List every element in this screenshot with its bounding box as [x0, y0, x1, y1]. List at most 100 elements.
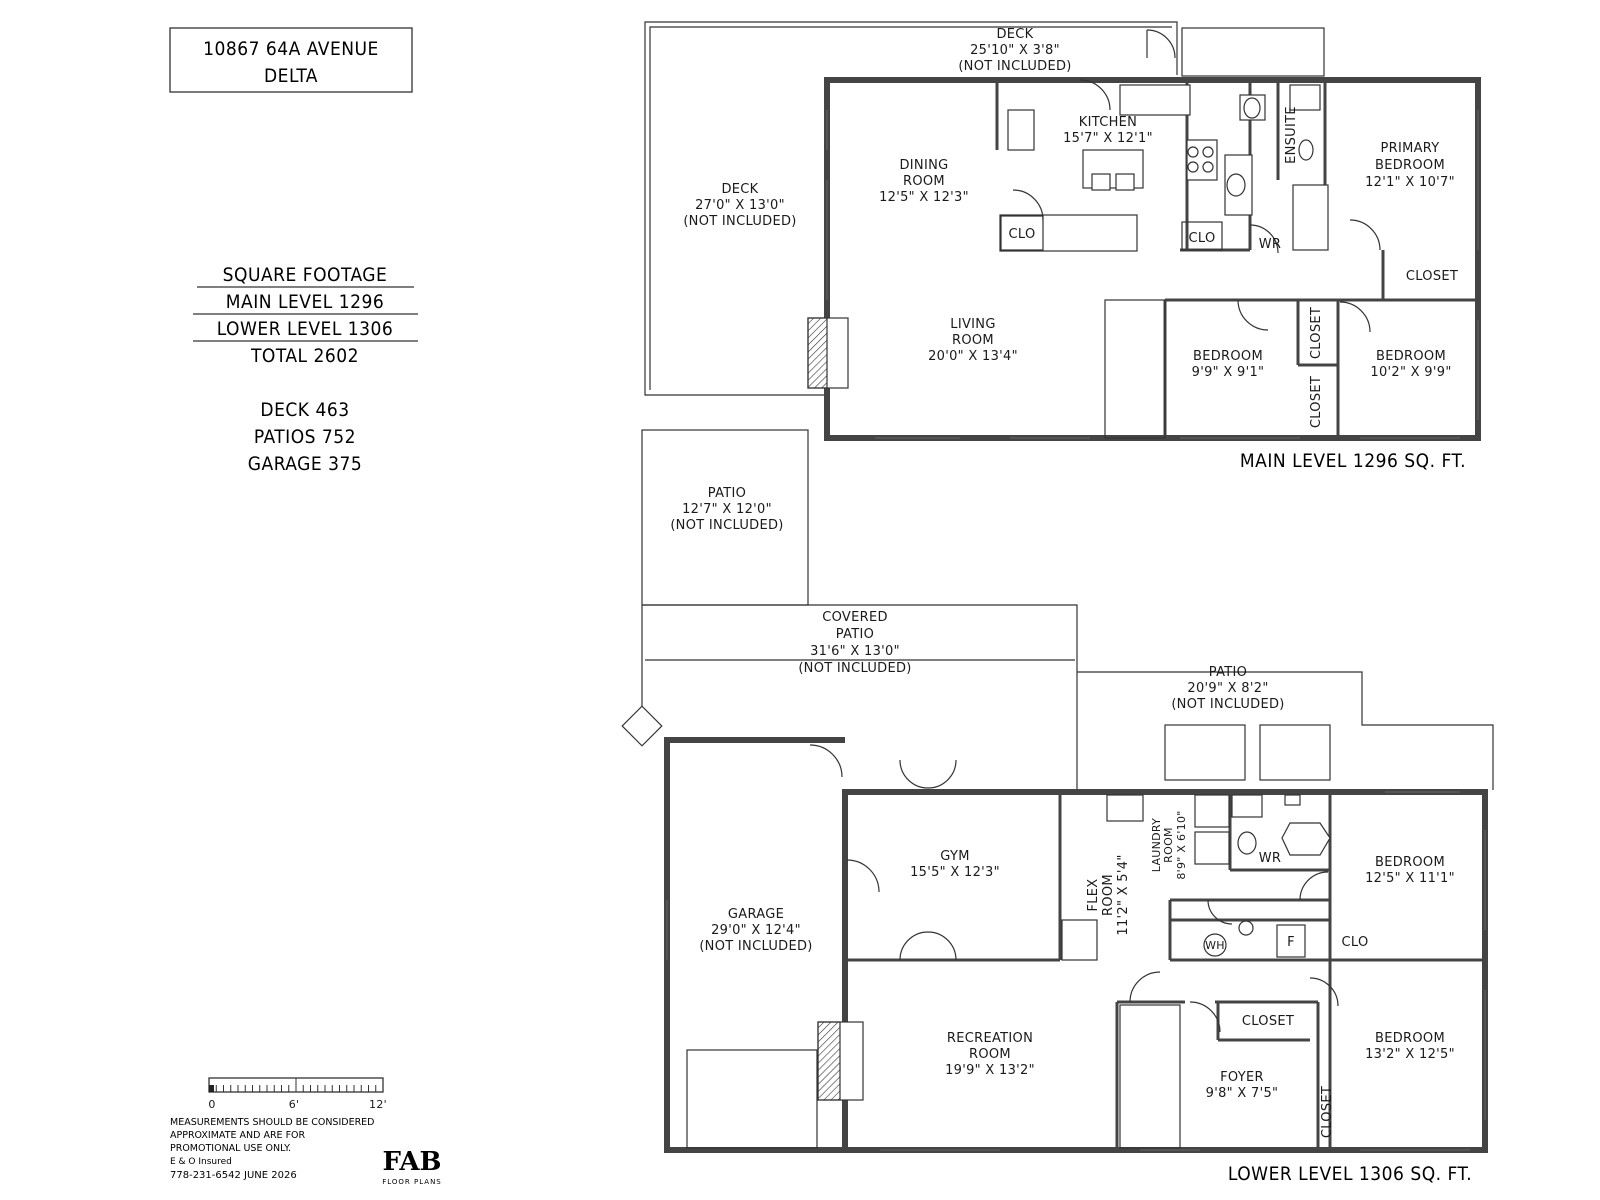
room-kitchen: KITCHEN 15'7" X 12'1" [1063, 115, 1153, 146]
disclaimer-line2: APPROXIMATE AND ARE FOR [170, 1130, 306, 1141]
svg-text:PATIO: PATIO [1209, 665, 1247, 680]
room-primary-bedroom: PRIMARY BEDROOM 12'1" X 10'7" [1365, 141, 1455, 190]
room-dining: DINING ROOM 12'5" X 12'3" [879, 158, 969, 205]
sqft-deck: DECK 463 [260, 399, 349, 421]
fab-logo: FAB FLOOR PLANS [382, 1147, 442, 1186]
svg-text:(NOT INCLUDED): (NOT INCLUDED) [683, 214, 796, 229]
room-recreation: RECREATION ROOM 19'9" X 13'2" [945, 1031, 1035, 1078]
svg-text:(NOT INCLUDED): (NOT INCLUDED) [670, 518, 783, 533]
room-flex: FLEX ROOM 11'2" X 5'4" [1086, 854, 1131, 935]
label-clo-1: CLO [1009, 227, 1036, 242]
scale-label-6: 6' [289, 1098, 300, 1111]
room-patio-top: PATIO 12'7" X 12'0" (NOT INCLUDED) [670, 486, 783, 533]
svg-text:(NOT INCLUDED): (NOT INCLUDED) [699, 939, 812, 954]
room-foyer: FOYER 9'8" X 7'5" [1206, 1070, 1279, 1101]
room-bedroom-2: BEDROOM 10'2" X 9'9" [1370, 349, 1451, 380]
label-clo-2: CLO [1189, 231, 1216, 246]
svg-text:DINING: DINING [899, 158, 948, 173]
svg-text:ROOM: ROOM [952, 333, 994, 348]
scale-label-0: 0 [208, 1098, 215, 1111]
label-closet-v1: CLOSET [1309, 307, 1324, 359]
svg-text:ROOM: ROOM [969, 1047, 1011, 1062]
label-lower-closet: CLOSET [1242, 1014, 1294, 1029]
svg-text:COVERED: COVERED [822, 610, 888, 625]
room-covered-patio: COVERED PATIO 31'6" X 13'0" (NOT INCLUDE… [798, 610, 911, 676]
svg-text:31'6" X 13'0": 31'6" X 13'0" [810, 644, 900, 659]
svg-text:9'8" X 7'5": 9'8" X 7'5" [1206, 1086, 1279, 1101]
disclaimer-line1: MEASUREMENTS SHOULD BE CONSIDERED [170, 1117, 375, 1128]
svg-text:(NOT INCLUDED): (NOT INCLUDED) [798, 661, 911, 676]
disclaimer-line5: 778-231-6542 JUNE 2026 [170, 1170, 297, 1181]
svg-text:BEDROOM: BEDROOM [1375, 855, 1445, 870]
room-patio-right: PATIO 20'9" X 8'2" (NOT INCLUDED) [1171, 665, 1284, 712]
svg-text:BEDROOM: BEDROOM [1375, 1031, 1445, 1046]
sqft-main: MAIN LEVEL 1296 [226, 291, 384, 313]
svg-text:KITCHEN: KITCHEN [1079, 115, 1137, 130]
svg-text:25'10" X 3'8": 25'10" X 3'8" [970, 43, 1060, 58]
svg-text:DECK: DECK [721, 182, 758, 197]
svg-text:DECK: DECK [996, 27, 1033, 42]
label-closet-v2: CLOSET [1309, 376, 1324, 428]
room-gym: GYM 15'5" X 12'3" [910, 849, 1000, 880]
address-box: 10867 64A AVENUE DELTA [169, 27, 413, 93]
sqft-garage: GARAGE 375 [248, 453, 363, 475]
svg-text:11'2" X 5'4": 11'2" X 5'4" [1116, 854, 1131, 935]
fab-logo-sub: FLOOR PLANS [382, 1178, 442, 1186]
label-lower-wr: WR [1259, 851, 1282, 866]
svg-text:12'7" X 12'0": 12'7" X 12'0" [682, 502, 772, 517]
svg-text:BEDROOM: BEDROOM [1376, 349, 1446, 364]
svg-text:FLEX: FLEX [1086, 878, 1101, 911]
label-lower-closet-v: CLOSET [1320, 1086, 1335, 1138]
square-footage: SQUARE FOOTAGE MAIN LEVEL 1296 LOWER LEV… [193, 264, 418, 475]
svg-text:12'5" X 11'1": 12'5" X 11'1" [1365, 871, 1455, 886]
svg-text:19'9" X 13'2": 19'9" X 13'2" [945, 1063, 1035, 1078]
svg-text:12'1" X 10'7": 12'1" X 10'7" [1365, 175, 1455, 190]
label-wh: WH [1205, 939, 1225, 952]
svg-text:9'9" X 9'1": 9'9" X 9'1" [1192, 365, 1265, 380]
svg-text:PATIO: PATIO [708, 486, 746, 501]
svg-text:13'2" X 12'5": 13'2" X 12'5" [1365, 1047, 1455, 1062]
svg-text:8'9" X 6'10": 8'9" X 6'10" [1175, 810, 1188, 879]
room-living: LIVING ROOM 20'0" X 13'4" [928, 317, 1018, 364]
room-deck-left: DECK 27'0" X 13'0" (NOT INCLUDED) [683, 182, 796, 229]
room-garage: GARAGE 29'0" X 12'4" (NOT INCLUDED) [699, 907, 812, 954]
svg-text:GARAGE: GARAGE [728, 907, 784, 922]
lower-level-caption: LOWER LEVEL 1306 SQ. FT. [1228, 1163, 1472, 1185]
svg-text:BEDROOM: BEDROOM [1193, 349, 1263, 364]
svg-text:ROOM: ROOM [1101, 874, 1116, 916]
address-line2: DELTA [264, 65, 318, 87]
address-line1: 10867 64A AVENUE [203, 38, 379, 60]
svg-text:(NOT INCLUDED): (NOT INCLUDED) [958, 59, 1071, 74]
svg-text:ROOM: ROOM [1162, 827, 1175, 863]
svg-text:(NOT INCLUDED): (NOT INCLUDED) [1171, 697, 1284, 712]
fab-logo-text: FAB [382, 1147, 441, 1177]
sqft-total: TOTAL 2602 [250, 345, 359, 367]
svg-text:FOYER: FOYER [1220, 1070, 1264, 1085]
scale-label-12: 12' [369, 1098, 387, 1111]
svg-text:10'2" X 9'9": 10'2" X 9'9" [1370, 365, 1451, 380]
svg-text:15'7" X 12'1": 15'7" X 12'1" [1063, 131, 1153, 146]
main-level: DECK 25'10" X 3'8" (NOT INCLUDED) DECK 2… [644, 21, 1481, 472]
scale-bar: 0 6' 12' [208, 1077, 387, 1111]
lower-level: PATIO 12'7" X 12'0" (NOT INCLUDED) COVER… [621, 429, 1494, 1185]
svg-text:20'0" X 13'4": 20'0" X 13'4" [928, 349, 1018, 364]
svg-text:RECREATION: RECREATION [947, 1031, 1033, 1046]
svg-text:12'5" X 12'3": 12'5" X 12'3" [879, 190, 969, 205]
svg-text:LIVING: LIVING [950, 317, 995, 332]
svg-text:BEDROOM: BEDROOM [1375, 158, 1445, 173]
label-closet: CLOSET [1406, 269, 1458, 284]
disclaimer-line4: E & O Insured [170, 1157, 232, 1167]
room-laundry: LAUNDRY ROOM 8'9" X 6'10" [1150, 810, 1188, 879]
label-ensuite: ENSUITE [1284, 106, 1299, 164]
svg-text:PATIO: PATIO [836, 627, 874, 642]
disclaimer-line3: PROMOTIONAL USE ONLY. [170, 1143, 291, 1154]
main-level-caption: MAIN LEVEL 1296 SQ. FT. [1240, 450, 1466, 472]
label-lower-clo: CLO [1342, 935, 1369, 950]
disclaimer: MEASUREMENTS SHOULD BE CONSIDERED APPROX… [170, 1117, 375, 1181]
sqft-heading: SQUARE FOOTAGE [223, 264, 388, 286]
sqft-lower: LOWER LEVEL 1306 [217, 318, 394, 340]
sqft-patios: PATIOS 752 [254, 426, 356, 448]
svg-text:15'5" X 12'3": 15'5" X 12'3" [910, 865, 1000, 880]
svg-text:GYM: GYM [940, 849, 969, 864]
